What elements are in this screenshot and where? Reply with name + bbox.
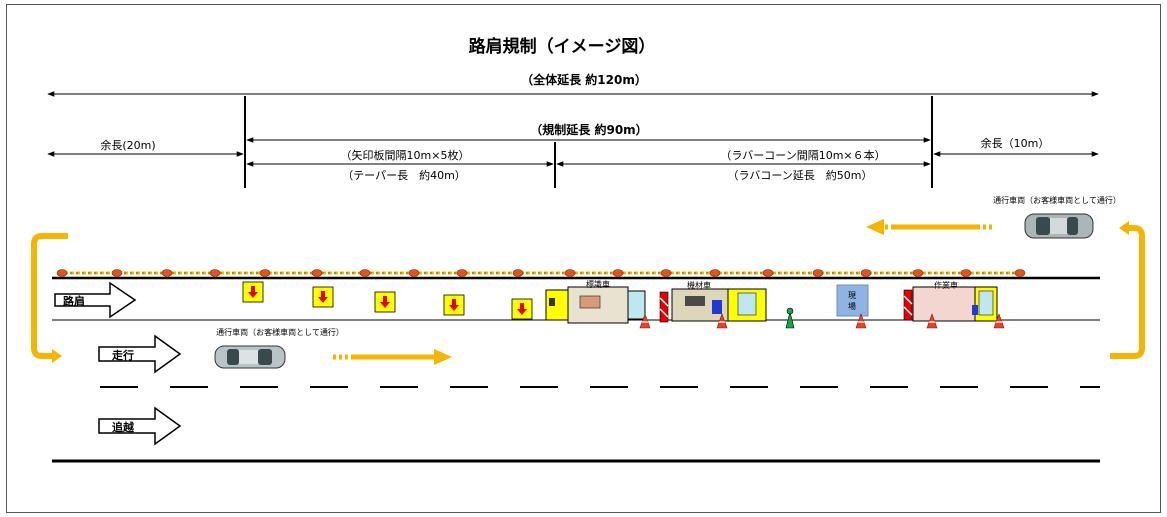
lane-label-shoulder: 路肩 [63,294,85,308]
warning-lamp-icon [311,269,323,277]
site-board: 現 場 [836,284,869,317]
arrow-board-spacing-label: （矢印板間隔10m×5枚） [341,148,470,162]
rubber-cone-icon [855,313,867,329]
rubber-cone-icon [639,313,651,329]
warning-lamp-icon [259,269,271,277]
rubber-cone-icon [993,313,1005,329]
lane-arrow-shoulder: 路肩 [54,281,137,319]
site-board-label-1: 現 [848,291,856,300]
arrow-board-icon [242,281,264,303]
material-truck: 機材車 [671,280,767,322]
warning-lamp-icon [209,269,221,277]
passing-vehicle-upper-label: 通行車両（お客様車両として通行） [993,195,1121,205]
traffic-flow-left-bracket [31,233,68,363]
arrow-board-icon [312,286,334,308]
striped-sign-panel [659,291,669,323]
total-length-label: （全体延長 約120m） [521,72,647,87]
cone-length-label: （ラバコーン延長 約50m） [727,168,872,182]
work-truck: 作業車 [903,280,998,322]
diagram-frame [6,4,1161,513]
passing-vehicle-upper [1024,213,1094,239]
warning-lamp-icon [564,269,576,277]
rubber-cone-icon [926,313,938,329]
rubber-cone-icon [716,313,728,329]
lane-arrow-passing: 追越 [98,406,182,446]
warning-lamp-icon [56,269,68,277]
guide-figure-icon [785,307,795,329]
warning-lamp-icon [762,269,774,277]
material-truck-label: 機材車 [687,280,711,290]
lane-label-passing: 追越 [112,420,135,434]
passing-vehicle-lower [214,345,286,369]
site-board-label-2: 場 [848,301,856,311]
traffic-flow-right-bracket [1110,221,1145,359]
sign-truck: 標識車 [545,279,646,324]
warning-lamp-icon [812,269,824,277]
arrow-board-icon [374,291,396,313]
traffic-flow-arrow-upper [866,219,992,235]
warning-lamp-icon [161,269,173,277]
lane-label-driving: 走行 [111,348,134,362]
cone-spacing-label: （ラバーコーン間隔10m×６本） [720,148,885,162]
warning-lamp-icon [1014,269,1026,277]
traffic-flow-arrow-lower [333,349,452,365]
warning-lamp-icon [359,269,371,277]
sign-truck-label: 標識車 [586,279,610,289]
warning-lamp-icon [960,269,972,277]
taper-length-label: （テーパー長 約40m） [342,168,466,182]
warning-lamp-icon [512,269,524,277]
warning-lamp-icon [912,269,924,277]
warning-lamp-icon [111,269,123,277]
warning-lamp-icon [709,269,721,277]
work-truck-label: 作業車 [934,280,958,290]
diagram-title: 路肩規制（イメージ図） [469,36,656,57]
margin-left-label: 余長(20m) [100,138,155,152]
lane-arrow-driving: 走行 [98,334,182,374]
margin-right-label: 余長（10m） [981,136,1050,150]
arrow-board-icon [511,298,533,320]
warning-lamp-icon [660,269,672,277]
warning-lamp-icon [456,269,468,277]
passing-vehicle-lower-label: 通行車両（お客様車両として通行） [216,327,344,337]
warning-lamp-icon [860,269,872,277]
regulated-length-label: （規制延長 約90m） [530,122,647,137]
arrow-board-icon [443,294,465,316]
warning-lamp-icon [408,269,420,277]
warning-lamp-icon [612,269,624,277]
